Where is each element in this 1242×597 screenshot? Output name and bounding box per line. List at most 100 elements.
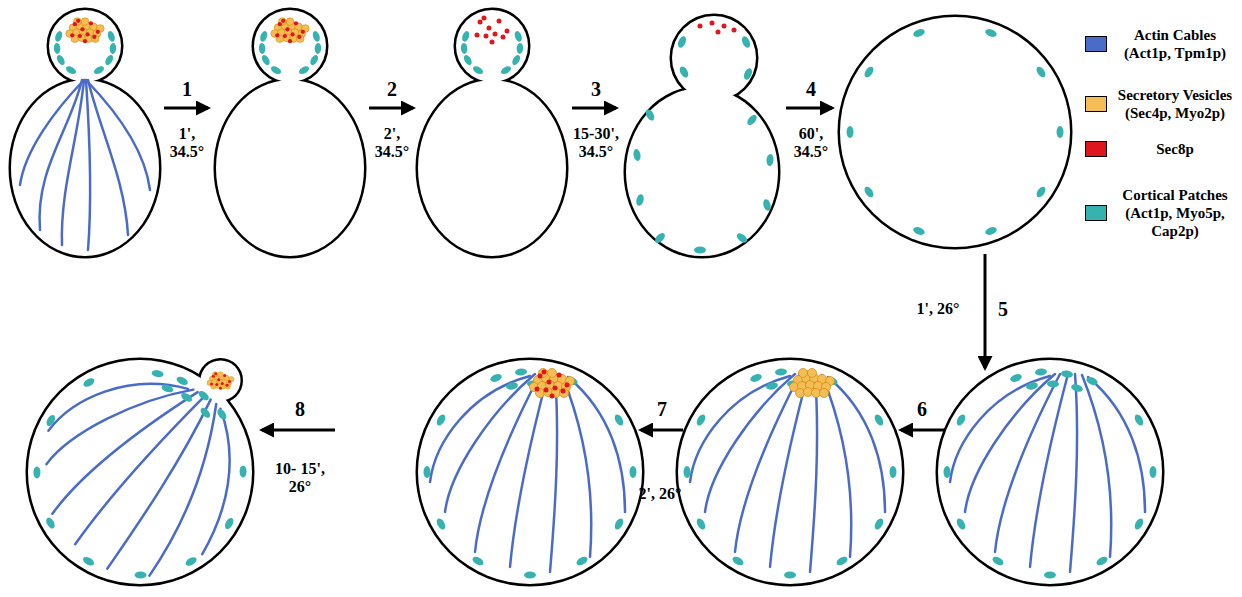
- step-number: 7: [647, 398, 677, 421]
- legend-text: Sec8p: [1112, 140, 1238, 158]
- actin-patch: [1035, 65, 1048, 79]
- step-arrow: [984, 254, 987, 368]
- cell-fill: [456, 10, 528, 82]
- bud: [456, 10, 528, 82]
- actin-patch: [863, 185, 876, 199]
- secretory-vesicles: [530, 369, 575, 398]
- mother-cell: [216, 80, 364, 256]
- actin-cable: [40, 80, 82, 230]
- round-cell-interior: [0, 329, 284, 597]
- step-arrow: [164, 107, 208, 110]
- step-arrows: [164, 108, 985, 430]
- actin-patches: [847, 28, 1064, 237]
- time-temperature: 1', 34.5°: [163, 125, 211, 162]
- secretory-vesicles: [207, 372, 234, 389]
- cell-fill: [216, 80, 364, 256]
- step-arrow: [262, 429, 335, 432]
- legend-swatch: [1085, 36, 1107, 52]
- actin-cable: [20, 80, 84, 185]
- step-number: 2: [377, 78, 407, 101]
- legend-swatch: [1085, 141, 1107, 157]
- cell-outlines: [11, 10, 1162, 584]
- sec8-dots: [70, 19, 100, 44]
- cell-fill: [49, 10, 121, 82]
- actin-patch: [742, 67, 753, 81]
- cell-fill: [418, 360, 642, 584]
- actin-patch: [847, 126, 854, 138]
- actin-patch: [694, 247, 706, 254]
- sec8-dot: [698, 24, 703, 29]
- sec8-dots: [698, 21, 737, 35]
- step-arrow: [572, 107, 616, 110]
- round-cell: [678, 360, 902, 584]
- secretory-vesicles: [271, 18, 309, 43]
- actin-patch: [1057, 126, 1064, 138]
- actin-patch: [863, 65, 876, 79]
- actin-patch: [1035, 185, 1048, 199]
- actin-patch: [912, 28, 926, 39]
- cell-fill: [938, 360, 1162, 584]
- step-arrow: [369, 107, 413, 110]
- legend-swatch: [1085, 96, 1107, 112]
- legend-text: Secretory Vesicles (Sec4p, Myo2p): [1112, 86, 1238, 122]
- step-number: 8: [285, 398, 315, 421]
- actin-cables: [20, 80, 150, 250]
- round-cell: [28, 360, 252, 584]
- mother-cell: [626, 88, 778, 256]
- bud: [254, 10, 326, 82]
- legend-text: Cortical Patches (Act1p, Myo5p, Cap2p): [1112, 186, 1238, 240]
- round-cell: [418, 360, 642, 584]
- actin-patch: [676, 35, 687, 49]
- mother-cell: [11, 80, 159, 256]
- round-cell: [840, 17, 1070, 247]
- round-cell: [938, 360, 1162, 584]
- cell-fill: [840, 17, 1070, 247]
- step-number: 6: [907, 398, 937, 421]
- step-number: 3: [581, 78, 611, 101]
- time-temperature: 60', 34.5°: [784, 125, 838, 162]
- legend-swatch: [1085, 205, 1107, 221]
- step-arrow: [901, 429, 945, 432]
- actin-patch: [766, 154, 774, 167]
- sec8-dots: [475, 16, 510, 45]
- bud: [49, 10, 121, 82]
- actin-patch: [635, 193, 645, 206]
- cell-fill: [11, 80, 159, 256]
- actin-patch: [745, 113, 758, 127]
- cell-fill: [626, 88, 778, 256]
- actin-patch: [653, 231, 666, 244]
- actin-patch: [984, 226, 998, 237]
- step-number: 5: [988, 298, 1018, 321]
- actin-patch: [633, 148, 642, 161]
- step-number: 1: [172, 78, 202, 101]
- secretory-vesicles: [66, 18, 104, 43]
- round-cell-interior: [424, 368, 637, 579]
- sec8-dot: [732, 28, 737, 33]
- sec8-dot: [722, 24, 727, 29]
- actin-patch: [735, 231, 749, 244]
- cell-fill: [254, 10, 326, 82]
- sec8-dot: [710, 21, 715, 26]
- actin-patch: [740, 35, 751, 49]
- time-temperature: 2', 34.5°: [368, 125, 416, 162]
- cell-fill: [28, 360, 252, 584]
- sec8-dots: [210, 372, 231, 389]
- sec8-dot: [716, 30, 721, 35]
- time-temperature: 10- 15', 26°: [268, 460, 332, 497]
- actin-patch: [984, 28, 998, 39]
- secretory-vesicles: [790, 369, 835, 398]
- bud: [672, 16, 756, 100]
- actin-cable: [86, 80, 150, 190]
- cell-fill: [418, 80, 566, 256]
- mother-cell: [418, 80, 566, 256]
- step-number: 4: [796, 78, 826, 101]
- actin-patch: [912, 226, 926, 237]
- step-arrow: [786, 107, 832, 110]
- actin-patch: [762, 198, 772, 211]
- bud-patches: [460, 30, 523, 76]
- time-temperature: 15-30', 34.5°: [569, 125, 623, 162]
- actin-patch: [678, 65, 690, 79]
- round-cell-interior: [944, 368, 1157, 579]
- round-cell-interior: [684, 368, 897, 579]
